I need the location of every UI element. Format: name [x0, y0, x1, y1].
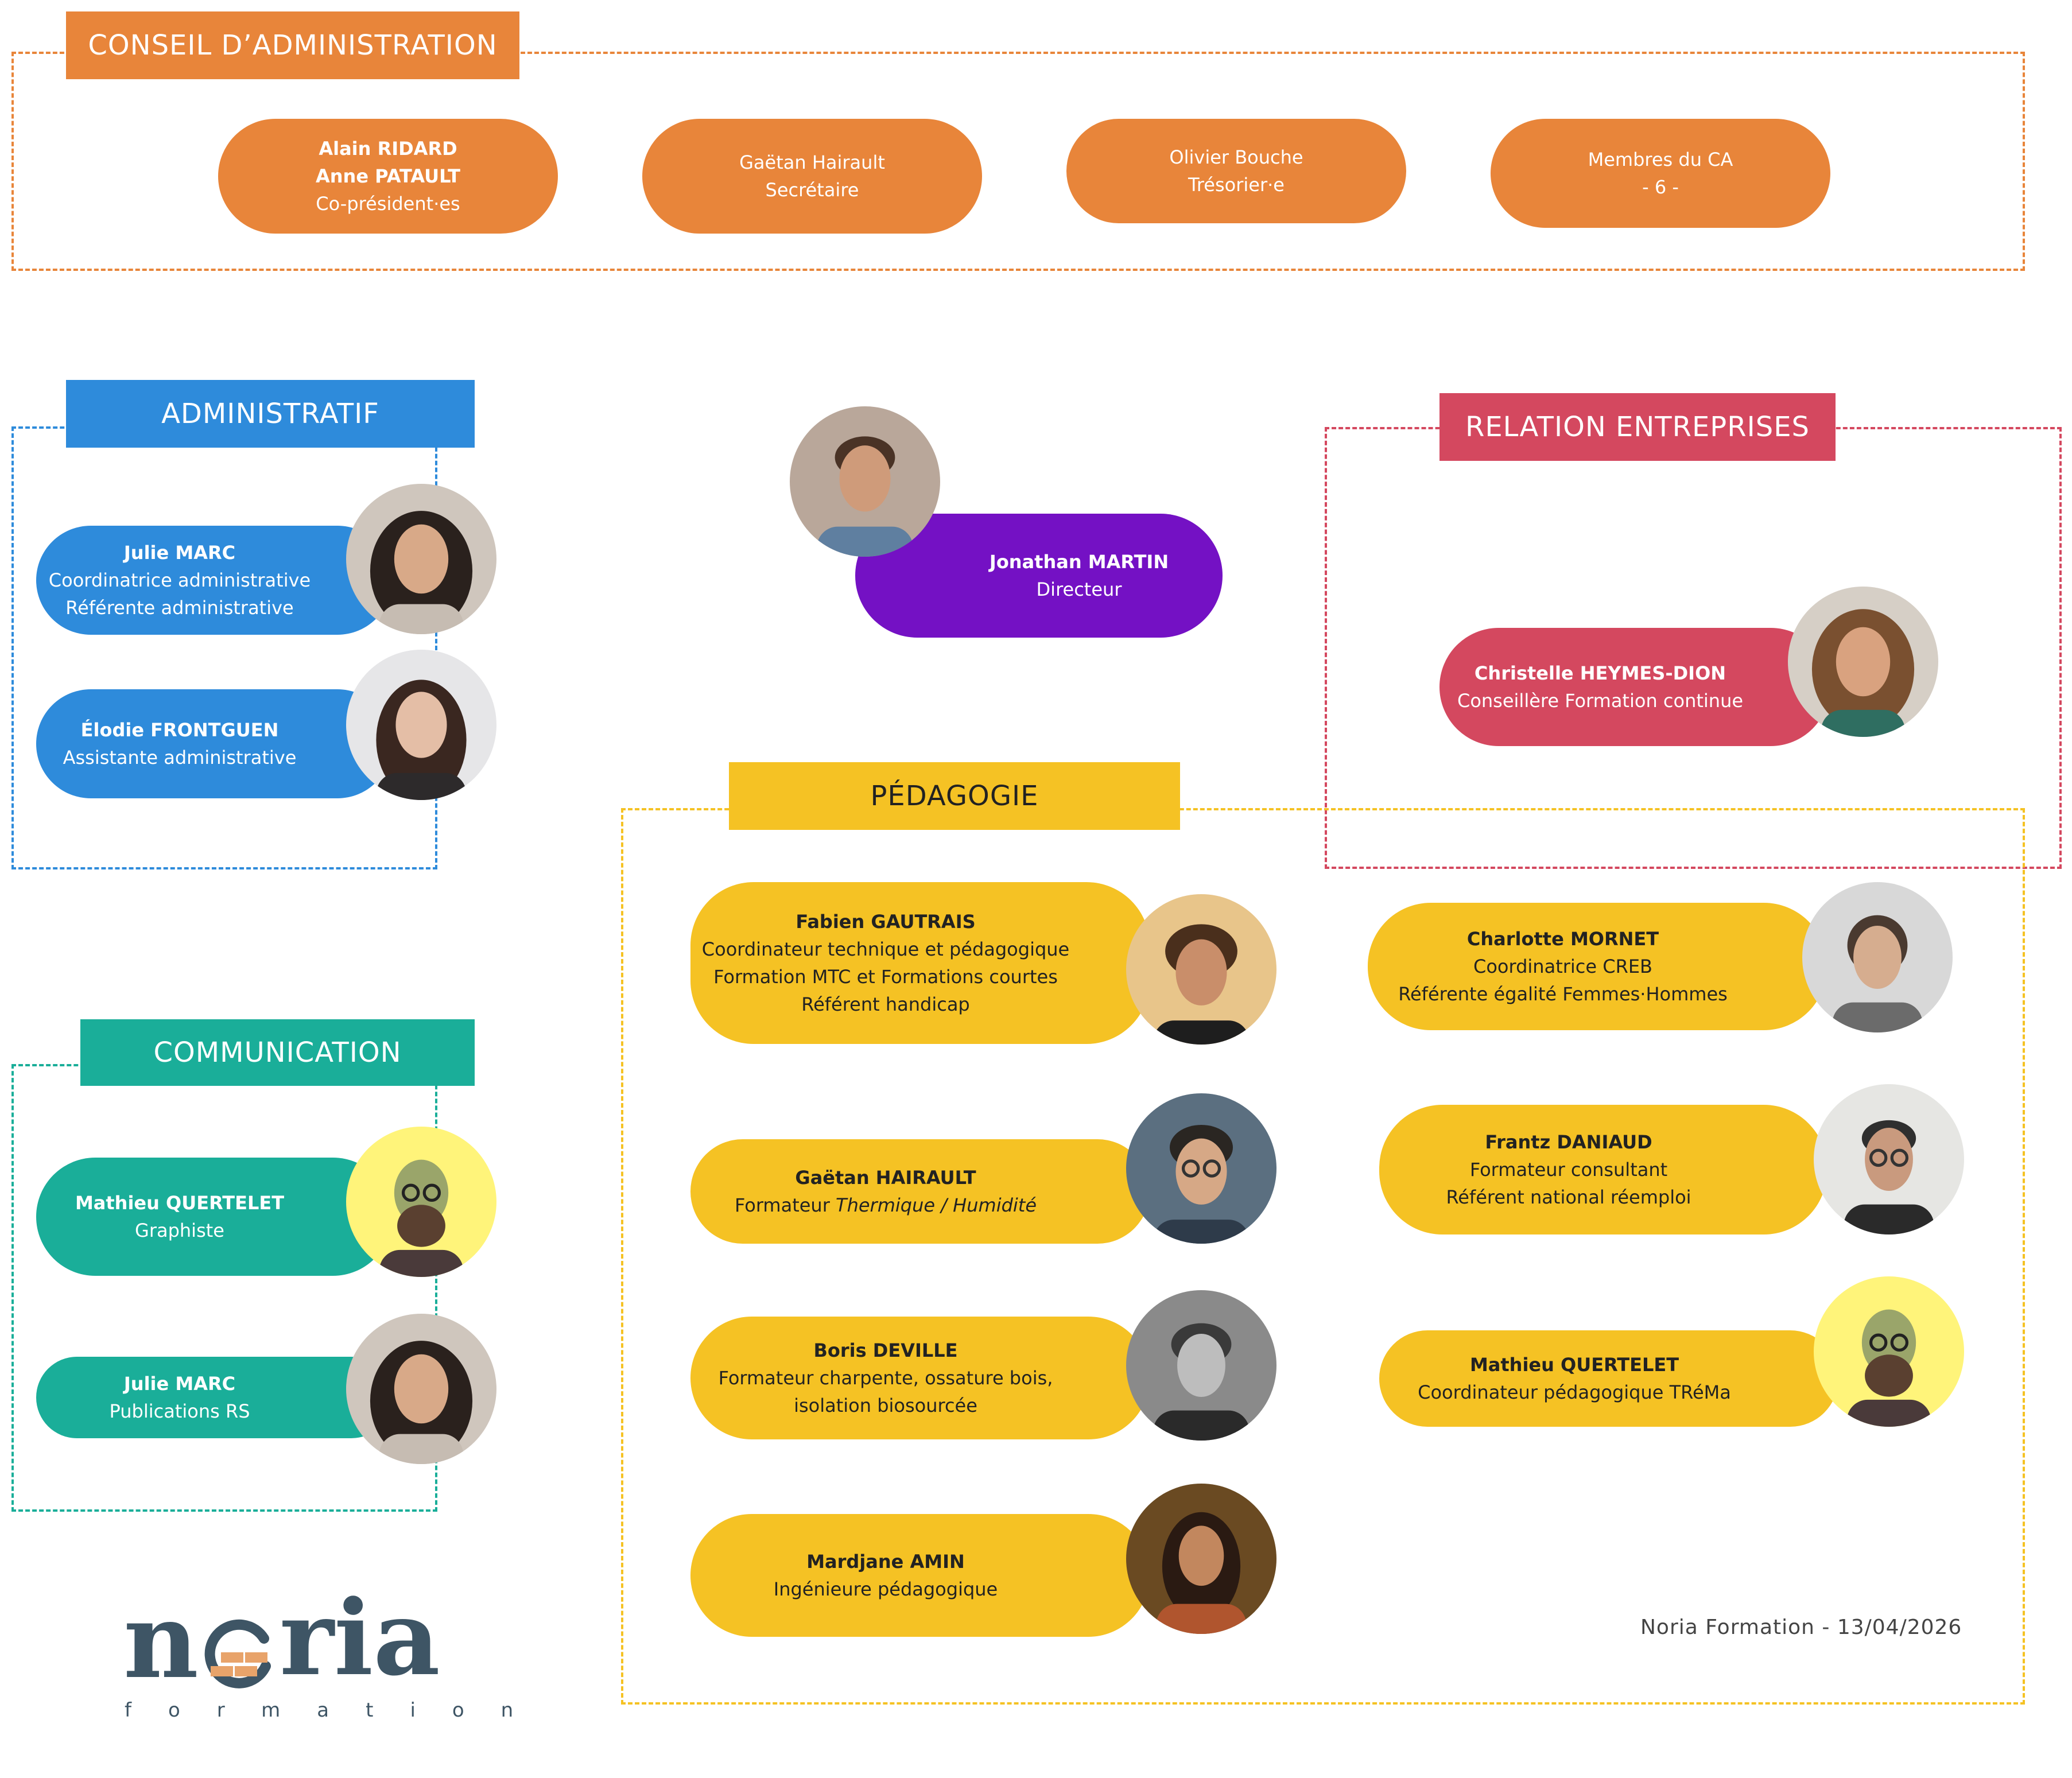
person-role: Coordinateur technique et pédagogique — [701, 938, 1070, 960]
ca-member-name: Membres du CA — [1588, 149, 1733, 170]
person-role: Directeur — [1036, 579, 1122, 600]
person-name: Julie MARC — [123, 1373, 236, 1395]
person-card-julie-marc-admin: Julie MARC Coordinatrice administrative … — [36, 526, 392, 635]
ca-frame — [11, 52, 2025, 271]
person-name: Christelle HEYMES-DION — [1474, 662, 1726, 684]
person-name: Frantz DANIAUD — [1485, 1131, 1652, 1153]
person-role: isolation biosourcée — [794, 1395, 977, 1416]
person-role: Ingénieure pédagogique — [773, 1578, 998, 1600]
logo-subtitle: formation — [125, 1699, 550, 1722]
avatar-mathieu-quertelet-2 — [1814, 1276, 1964, 1427]
person-card-fabien-gautrais: Fabien GAUTRAIS Coordinateur technique e… — [690, 882, 1150, 1044]
person-name: Fabien GAUTRAIS — [796, 911, 976, 933]
avatar-mathieu-quertelet — [346, 1127, 496, 1277]
person-card-charlotte-mornet: Charlotte MORNET Coordinatrice CREB Réfé… — [1368, 903, 1827, 1030]
person-name: Julie MARC — [123, 542, 236, 564]
avatar-boris-deville — [1126, 1290, 1276, 1441]
person-name: Mathieu QUERTELET — [75, 1192, 285, 1214]
person-role: Référent handicap — [801, 993, 970, 1015]
person-card-elodie-frontguen: Élodie FRONTGUEN Assistante administrati… — [36, 689, 392, 798]
person-name: Jonathan MARTIN — [989, 551, 1169, 573]
person-role: Référente administrative — [65, 597, 294, 619]
logo-letter-n: n — [123, 1581, 199, 1702]
person-card-gaetan-hairault: Gaëtan HAIRAULT Formateur Thermique / Hu… — [690, 1139, 1150, 1244]
avatar-fabien-gautrais — [1126, 894, 1276, 1045]
person-card-frantz-daniaud: Frantz DANIAUD Formateur consultant Réfé… — [1379, 1105, 1827, 1234]
person-role: Coordinateur pédagogique TRéMa — [1418, 1381, 1731, 1403]
person-card-mathieu-quertelet-peda: Mathieu QUERTELET Coordinateur pédagogiq… — [1379, 1330, 1838, 1427]
footer-date: Noria Formation - 13/04/2026 — [1640, 1616, 1962, 1639]
avatar-frantz-daniaud — [1814, 1084, 1964, 1234]
person-role: Coordinatrice CREB — [1473, 956, 1652, 977]
admin-frame — [11, 426, 437, 869]
peda-frame — [621, 808, 2025, 1705]
person-role: Formation MTC et Formations courtes — [713, 966, 1058, 988]
avatar-mardjane-amin — [1126, 1484, 1276, 1634]
person-card-mardjane-amin: Mardjane AMIN Ingénieure pédagogique — [690, 1514, 1150, 1637]
avatar-charlotte-mornet — [1802, 882, 1953, 1032]
person-role: Assistante administrative — [63, 747, 297, 768]
logo-word-ria: ria — [280, 1578, 440, 1699]
person-role: Référente égalité Femmes·Hommes — [1398, 983, 1728, 1005]
person-role: Coordinatrice administrative — [48, 569, 311, 591]
ca-member-secretaire: Gaëtan Hairault Secrétaire — [642, 119, 982, 234]
section-header-peda: PÉDAGOGIE — [729, 762, 1180, 830]
ca-member-copresidents: Alain RIDARD Anne PATAULT Co-président·e… — [218, 119, 558, 234]
avatar-julie-marc — [346, 484, 496, 634]
avatar-elodie-frontguen — [346, 650, 496, 800]
ca-member-tresorier: Olivier Bouche Trésorier·e — [1066, 119, 1406, 223]
person-card-julie-marc-comm: Julie MARC Publications RS — [36, 1357, 392, 1438]
section-header-ca: CONSEIL D’ADMINISTRATION — [66, 11, 519, 79]
person-card-mathieu-quertelet-comm: Mathieu QUERTELET Graphiste — [36, 1158, 392, 1276]
person-name: Mathieu QUERTELET — [1469, 1354, 1679, 1376]
ca-member-role: Co-président·es — [316, 193, 460, 215]
noria-logo: n ria formation — [123, 1581, 513, 1727]
ca-member-name: Olivier Bouche — [1169, 146, 1303, 168]
person-role: Conseillère Formation continue — [1457, 690, 1744, 712]
logo-o-icon — [204, 1619, 271, 1688]
person-role: Formateur charpente, ossature bois, — [718, 1367, 1053, 1389]
ca-member-name: Gaëtan Hairault — [739, 152, 885, 173]
person-card-christelle-heymes-dion: Christelle HEYMES-DION Conseillère Forma… — [1439, 628, 1830, 746]
person-role: Publications RS — [109, 1400, 250, 1422]
person-role: Formateur consultant — [1469, 1159, 1668, 1181]
avatar-julie-marc-2 — [346, 1314, 496, 1464]
ca-member-name: Alain RIDARD — [319, 138, 457, 160]
person-card-boris-deville: Boris DEVILLE Formateur charpente, ossat… — [690, 1317, 1150, 1439]
section-header-admin: ADMINISTRATIF — [66, 380, 475, 448]
avatar-christelle-heymes-dion — [1788, 587, 1938, 737]
person-role-emphasis: Thermique / Humidité — [836, 1194, 1037, 1216]
ca-member-role: Trésorier·e — [1188, 174, 1285, 196]
person-name: Gaëtan HAIRAULT — [795, 1167, 976, 1189]
avatar-jonathan-martin — [790, 406, 940, 557]
person-card-jonathan-martin: Jonathan MARTIN Directeur — [855, 514, 1223, 638]
person-role: Référent national réemploi — [1446, 1186, 1691, 1208]
person-role: Formateur Thermique / Humidité — [735, 1191, 1037, 1219]
person-name: Charlotte MORNET — [1466, 928, 1659, 950]
section-header-comm: COMMUNICATION — [80, 1019, 475, 1086]
person-name: Élodie FRONTGUEN — [80, 719, 279, 741]
ca-member-name: Anne PATAULT — [316, 165, 460, 187]
ca-member-membres: Membres du CA - 6 - — [1491, 119, 1830, 228]
person-role-prefix: Formateur — [734, 1194, 836, 1216]
person-name: Boris DEVILLE — [813, 1340, 958, 1361]
ca-member-role: - 6 - — [1642, 176, 1679, 198]
ca-member-role: Secrétaire — [765, 179, 859, 201]
avatar-gaetan-hairault — [1126, 1093, 1276, 1244]
person-role: Graphiste — [135, 1220, 224, 1241]
section-header-rel: RELATION ENTREPRISES — [1439, 393, 1836, 461]
person-name: Mardjane AMIN — [806, 1551, 965, 1573]
